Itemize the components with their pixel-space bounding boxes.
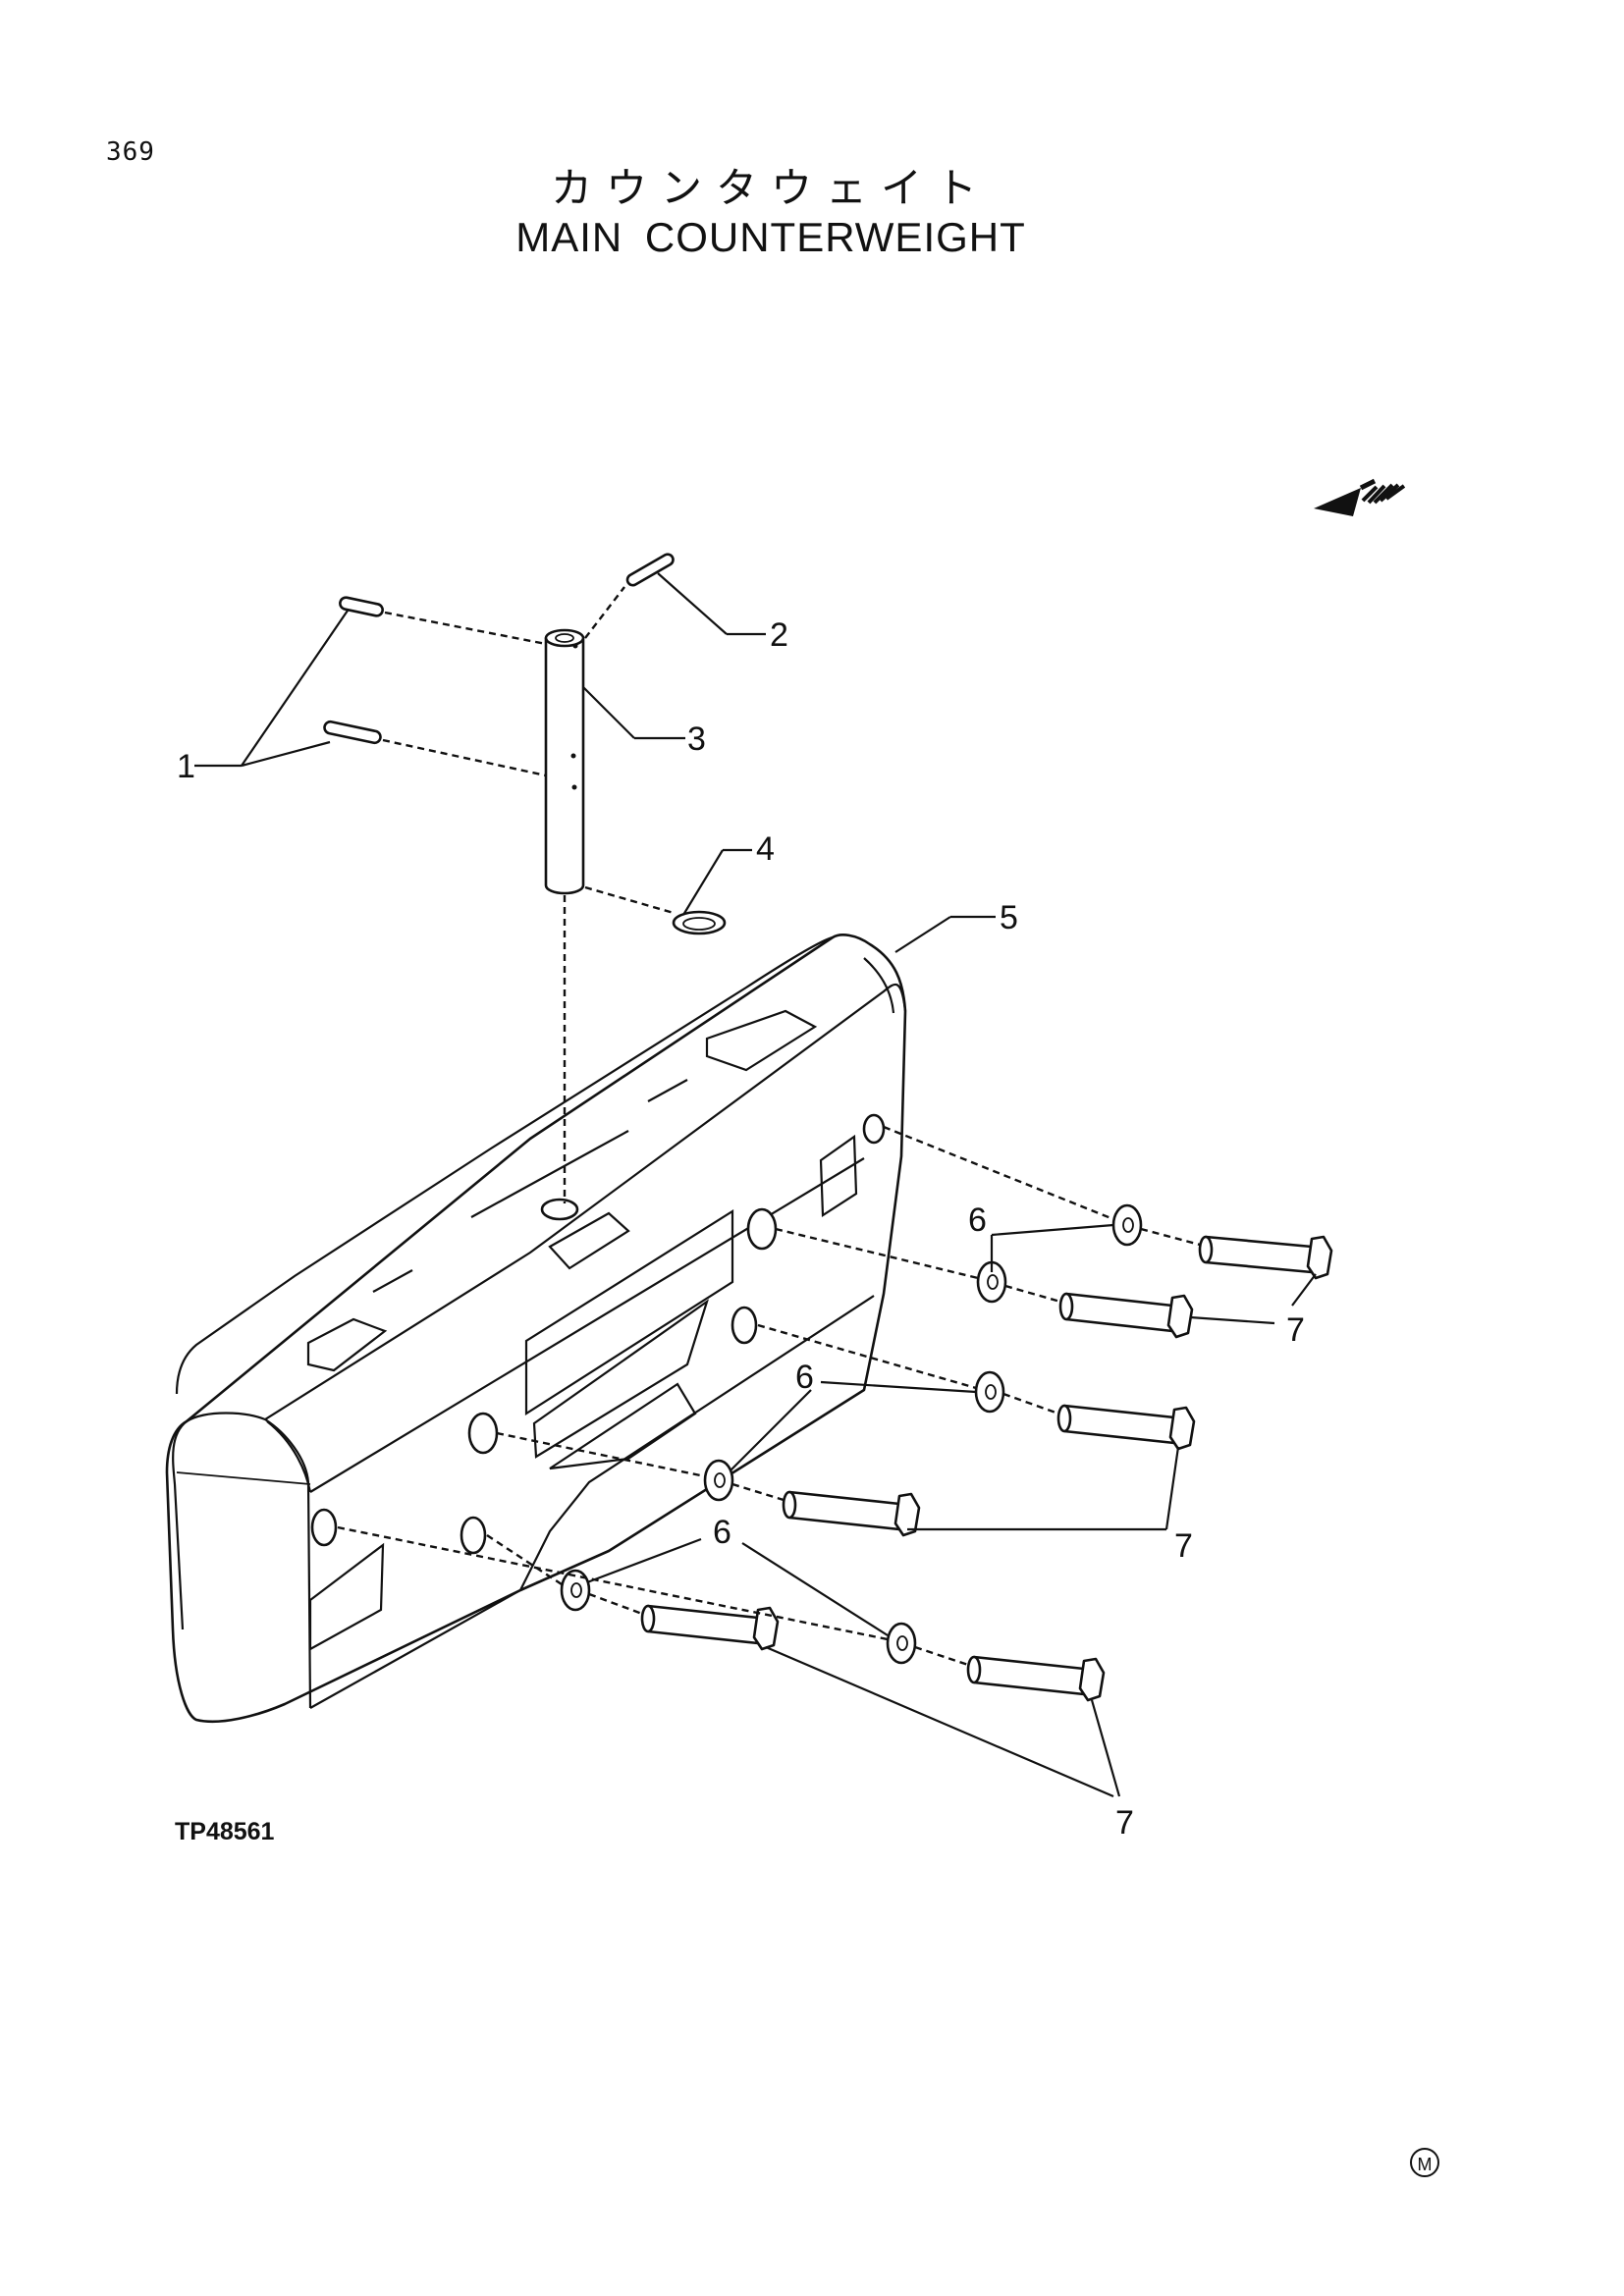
part-2-pin — [625, 553, 675, 587]
washer-f — [886, 1622, 917, 1665]
callout-5: 5 — [1000, 899, 1018, 936]
bolt-c — [1056, 1404, 1196, 1451]
washer-e — [560, 1569, 591, 1612]
corner-mark: M — [1410, 2148, 1439, 2177]
callout-2: 2 — [770, 616, 788, 654]
callout-7-lower: 7 — [1115, 1804, 1134, 1842]
leader-lines — [194, 572, 1317, 1798]
bolt-e — [640, 1604, 780, 1651]
pin-upper — [339, 596, 384, 617]
callout-3: 3 — [687, 721, 706, 758]
callout-7-top: 7 — [1286, 1311, 1305, 1349]
part-7-bolts — [640, 1235, 1333, 1702]
callout-1: 1 — [177, 748, 195, 785]
bolt-d — [782, 1490, 921, 1537]
pin-lower — [323, 720, 382, 745]
washer-d — [703, 1459, 734, 1502]
callout-7-middle: 7 — [1174, 1527, 1193, 1565]
washer-a — [1111, 1203, 1143, 1247]
callout-4: 4 — [756, 830, 775, 868]
callout-6-top: 6 — [968, 1201, 987, 1239]
bolt-b — [1058, 1292, 1194, 1339]
callout-labels: 1 2 3 4 5 6 7 6 7 6 7 — [177, 616, 1305, 1842]
bolt-f — [966, 1655, 1106, 1702]
callout-6-lower: 6 — [713, 1514, 731, 1551]
part-3-shaft — [544, 628, 585, 895]
part-1-pins — [323, 596, 384, 745]
part-5-counterweight — [165, 934, 907, 1724]
assembly-lines — [337, 586, 1201, 1667]
bolt-a — [1198, 1235, 1333, 1280]
part-6-washers — [560, 1203, 1143, 1665]
title-english: MAIN COUNTERWEIGHT — [515, 214, 1026, 260]
front-direction-arrow-icon — [1314, 478, 1406, 516]
title-japanese: カウンタウェイト — [550, 164, 991, 212]
washer-c — [974, 1370, 1005, 1414]
page-number: 369 — [106, 137, 155, 167]
callout-6-middle: 6 — [795, 1359, 814, 1396]
part-4-ring — [672, 910, 727, 935]
figure-code: TP48561 — [175, 1818, 275, 1845]
